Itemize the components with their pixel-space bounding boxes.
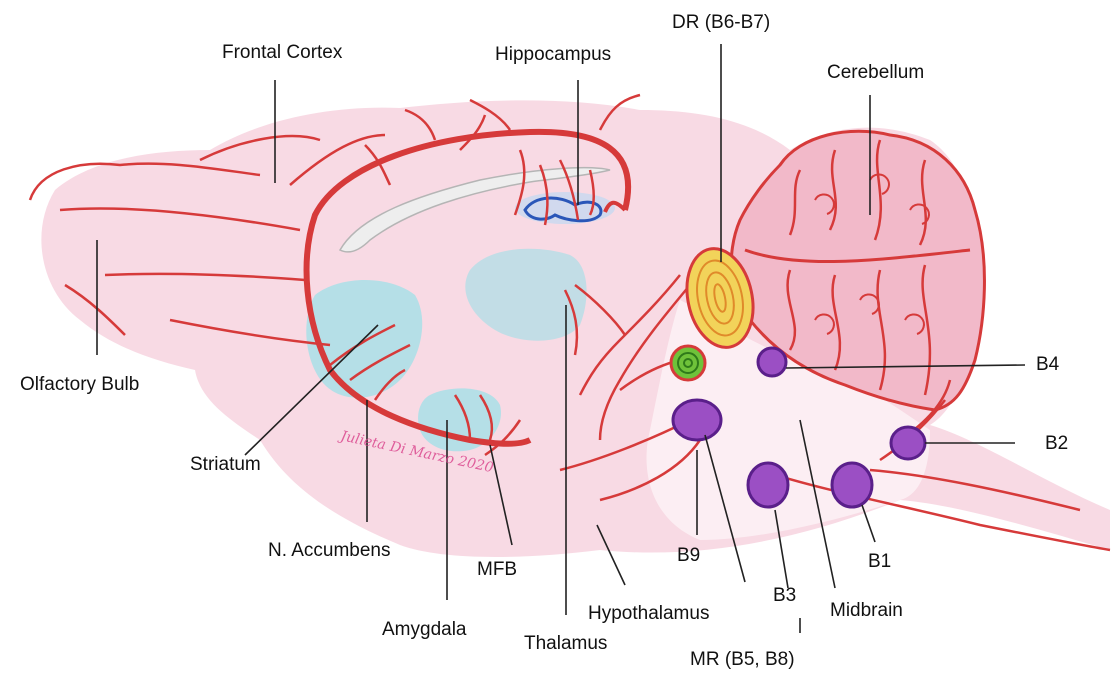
b9-nucleus <box>673 400 721 440</box>
label-frontal-cortex: Frontal Cortex <box>222 43 342 62</box>
b1-nucleus <box>832 463 872 507</box>
label-amygdala: Amygdala <box>382 620 467 639</box>
label-mr: MR (B5, B8) <box>690 650 795 669</box>
label-hippocampus: Hippocampus <box>495 45 611 64</box>
label-thalamus: Thalamus <box>524 634 607 653</box>
label-b1: B1 <box>868 552 891 571</box>
label-cerebellum: Cerebellum <box>827 63 924 82</box>
b3-nucleus <box>748 463 788 507</box>
label-b3: B3 <box>773 586 796 605</box>
label-striatum: Striatum <box>190 455 261 474</box>
b4-nucleus <box>758 348 786 376</box>
label-midbrain: Midbrain <box>830 601 903 620</box>
label-b9: B9 <box>677 546 700 565</box>
b2-nucleus <box>891 427 925 459</box>
green-nucleus <box>671 346 705 380</box>
hippocampus-shape <box>515 192 615 224</box>
label-dr: DR (B6-B7) <box>672 13 770 32</box>
label-n-accumbens: N. Accumbens <box>268 541 391 560</box>
label-olfactory-bulb: Olfactory Bulb <box>20 375 139 394</box>
label-mfb: MFB <box>477 560 517 579</box>
label-b2: B2 <box>1045 434 1068 453</box>
label-b4: B4 <box>1036 355 1059 374</box>
label-hypothalamus: Hypothalamus <box>588 604 709 623</box>
